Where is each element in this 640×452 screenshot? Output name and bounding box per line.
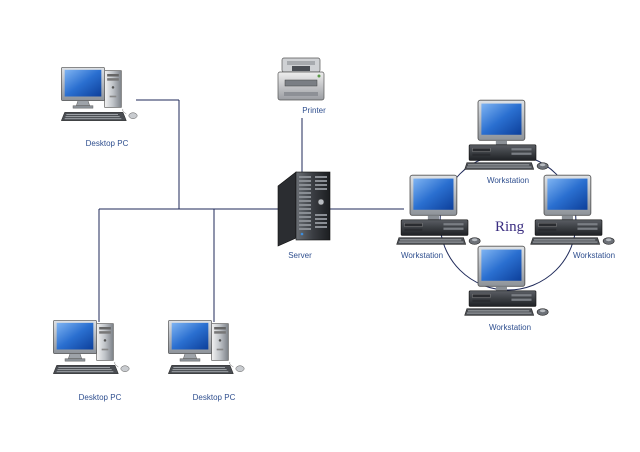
desktop-pc-icon <box>52 319 130 375</box>
workstation-left: Workstation <box>396 174 481 260</box>
desktop-pc-1-label: Desktop PC <box>86 139 129 148</box>
desktop-pc-3-label: Desktop PC <box>193 393 236 402</box>
workstation-icon <box>396 174 481 245</box>
desktop-pc-icon <box>167 319 245 375</box>
workstation-bottom-label: Workstation <box>489 323 531 332</box>
printer-label: Printer <box>302 106 326 115</box>
desktop-pc-1: Desktop PC <box>60 66 138 148</box>
workstation-icon <box>464 245 549 316</box>
desktop-pc-icon <box>60 66 138 122</box>
ring-label: Ring <box>495 219 525 235</box>
printer-icon <box>277 57 325 101</box>
printer: Printer <box>277 57 326 115</box>
workstation-icon <box>530 174 615 245</box>
server-label: Server <box>288 251 312 260</box>
workstation-top: Workstation <box>464 99 549 185</box>
workstation-right-label: Workstation <box>573 251 615 260</box>
workstation-left-label: Workstation <box>401 251 443 260</box>
tower-server-icon <box>277 171 331 247</box>
workstation-icon <box>464 99 549 170</box>
desktop-pc-2-label: Desktop PC <box>79 393 122 402</box>
server: Server <box>277 171 331 260</box>
workstation-right: Workstation <box>530 174 615 260</box>
workstation-bottom: Workstation <box>464 245 549 332</box>
wires <box>98 99 577 322</box>
workstation-top-label: Workstation <box>487 176 529 185</box>
desktop-pc-3: Desktop PC <box>167 319 245 402</box>
desktop-pc-2: Desktop PC <box>52 319 130 402</box>
